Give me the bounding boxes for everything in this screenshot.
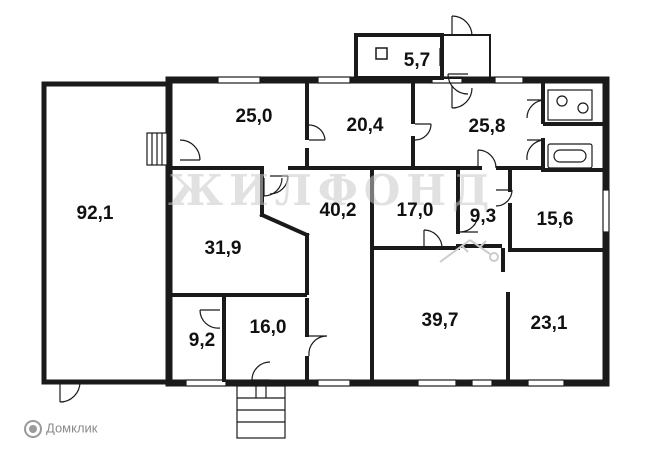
room-label: 40,2	[319, 200, 357, 221]
brand-logo-icon	[24, 420, 42, 438]
sink-fixture	[547, 89, 593, 121]
room-label: 92,1	[76, 203, 114, 224]
room-label: 15,6	[536, 209, 574, 230]
room-label: 20,4	[346, 115, 384, 136]
room-label: 9,2	[188, 330, 216, 351]
windows	[185, 76, 610, 387]
room-label: 39,7	[421, 310, 459, 331]
room-label: 25,0	[235, 106, 273, 127]
room-label: 5,7	[403, 50, 431, 71]
room-label: 9,3	[469, 206, 497, 227]
vestibule	[354, 33, 491, 80]
room-label: 16,0	[249, 317, 287, 338]
annex-walls	[41, 81, 171, 385]
room-label: 17,0	[396, 200, 434, 221]
bathtub-fixture	[547, 143, 593, 169]
brand-watermark: Домклик	[24, 420, 98, 438]
room-label: 31,9	[204, 238, 242, 259]
room-label: 25,8	[468, 116, 506, 137]
stairs-left	[146, 132, 168, 166]
stairs-bottom	[236, 385, 286, 439]
doors	[59, 15, 546, 403]
brand-text: Домклик	[46, 420, 98, 436]
key-watermark	[439, 239, 499, 263]
room-label: 23,1	[530, 313, 568, 334]
watermark-text: ЖИЛФОНД	[168, 166, 496, 215]
